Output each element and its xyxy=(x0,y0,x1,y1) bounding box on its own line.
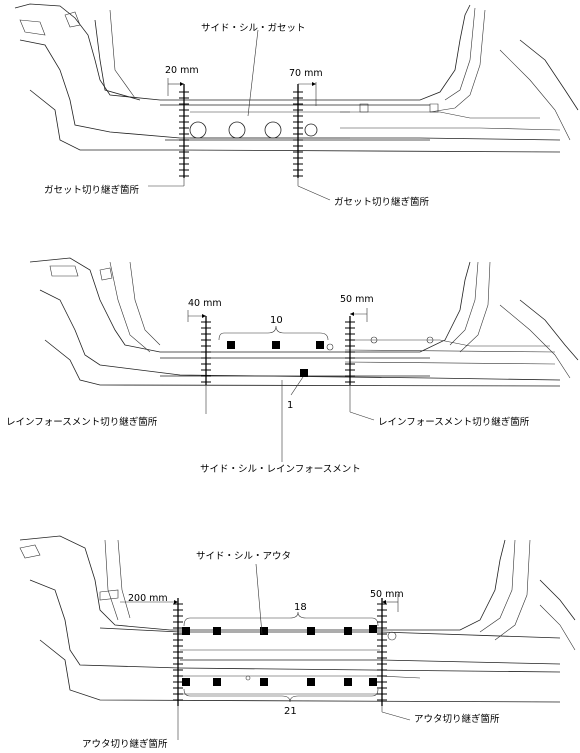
panel-reinforcement: 40 mm 50 mm 10 1 サイド・シル・レインフォースメント レインフォ… xyxy=(6,257,579,475)
part-label: サイド・シル・レインフォースメント xyxy=(200,464,361,475)
part-callout: サイド・シル・レインフォースメント xyxy=(200,380,361,475)
cut-ticks xyxy=(201,321,355,383)
weld-group-upper: 10 xyxy=(218,315,329,349)
spot-weld xyxy=(344,678,352,686)
spot-weld xyxy=(316,341,324,349)
panel-outer: 200 mm 50 mm 18 21 xyxy=(19,535,576,750)
weld-group-upper: 18 xyxy=(182,602,379,635)
weld-count-lower: 1 xyxy=(287,400,293,411)
spot-weld xyxy=(272,341,280,349)
cut-ticks xyxy=(179,91,303,177)
part-callout: サイド・シル・アウタ xyxy=(196,551,291,635)
spot-weld xyxy=(182,627,190,635)
cut-ticks xyxy=(173,603,387,701)
dim-right-label: 50 mm xyxy=(340,294,374,305)
part-label: サイド・シル・ガセット xyxy=(201,23,306,34)
spot-weld xyxy=(369,625,377,633)
part-callout: サイド・シル・ガセット xyxy=(201,23,306,117)
weld-group-lower: 21 xyxy=(182,678,379,717)
left-cut-label: アウタ切り継ぎ箇所 xyxy=(82,738,168,750)
spot-weld xyxy=(307,627,315,635)
right-cut-label: ガセット切り継ぎ箇所 xyxy=(334,196,430,208)
dim-right: 70 mm xyxy=(289,68,323,106)
spot-weld xyxy=(182,678,190,686)
dim-left-label: 40 mm xyxy=(188,298,222,309)
dim-right: 50 mm xyxy=(370,589,404,612)
spot-weld xyxy=(213,627,221,635)
left-cut-line xyxy=(148,84,185,187)
dim-left: 40 mm xyxy=(187,298,222,322)
dim-right-label: 50 mm xyxy=(370,589,404,600)
spot-weld xyxy=(260,678,268,686)
right-cut-label: レインフォースメント切り継ぎ箇所 xyxy=(378,416,530,428)
dim-left: 200 mm xyxy=(120,593,178,604)
part-label: サイド・シル・アウタ xyxy=(196,551,291,562)
spot-weld xyxy=(369,678,377,686)
car-body-outline xyxy=(14,3,579,153)
weld-count-upper: 18 xyxy=(294,602,307,613)
right-cut-line xyxy=(297,84,331,201)
weld-count-lower: 21 xyxy=(284,706,297,717)
dim-left-label: 200 mm xyxy=(128,593,168,604)
spot-weld xyxy=(260,627,268,635)
spot-weld xyxy=(213,678,221,686)
weld-lower: 1 xyxy=(287,369,308,411)
spot-weld xyxy=(307,678,315,686)
car-body-outline xyxy=(29,257,579,387)
dim-left: 20 mm xyxy=(165,65,199,96)
spot-weld xyxy=(227,341,235,349)
dim-left-label: 20 mm xyxy=(165,65,199,76)
gusset-holes xyxy=(189,121,318,139)
dim-right: 50 mm xyxy=(340,294,374,322)
left-cut-label: レインフォースメント切り継ぎ箇所 xyxy=(6,416,158,428)
panel-gusset: 20 mm 70 mm サイド・シル・ガセット ガセット切り継ぎ箇所 ガセット切… xyxy=(14,3,579,208)
car-body-outline xyxy=(19,535,576,703)
weld-count-upper: 10 xyxy=(270,315,283,326)
spot-weld xyxy=(344,627,352,635)
left-cut-label: ガセット切り継ぎ箇所 xyxy=(44,184,140,196)
spot-weld xyxy=(300,369,308,377)
right-cut-label: アウタ切り継ぎ箇所 xyxy=(414,713,500,725)
dim-right-label: 70 mm xyxy=(289,68,323,79)
